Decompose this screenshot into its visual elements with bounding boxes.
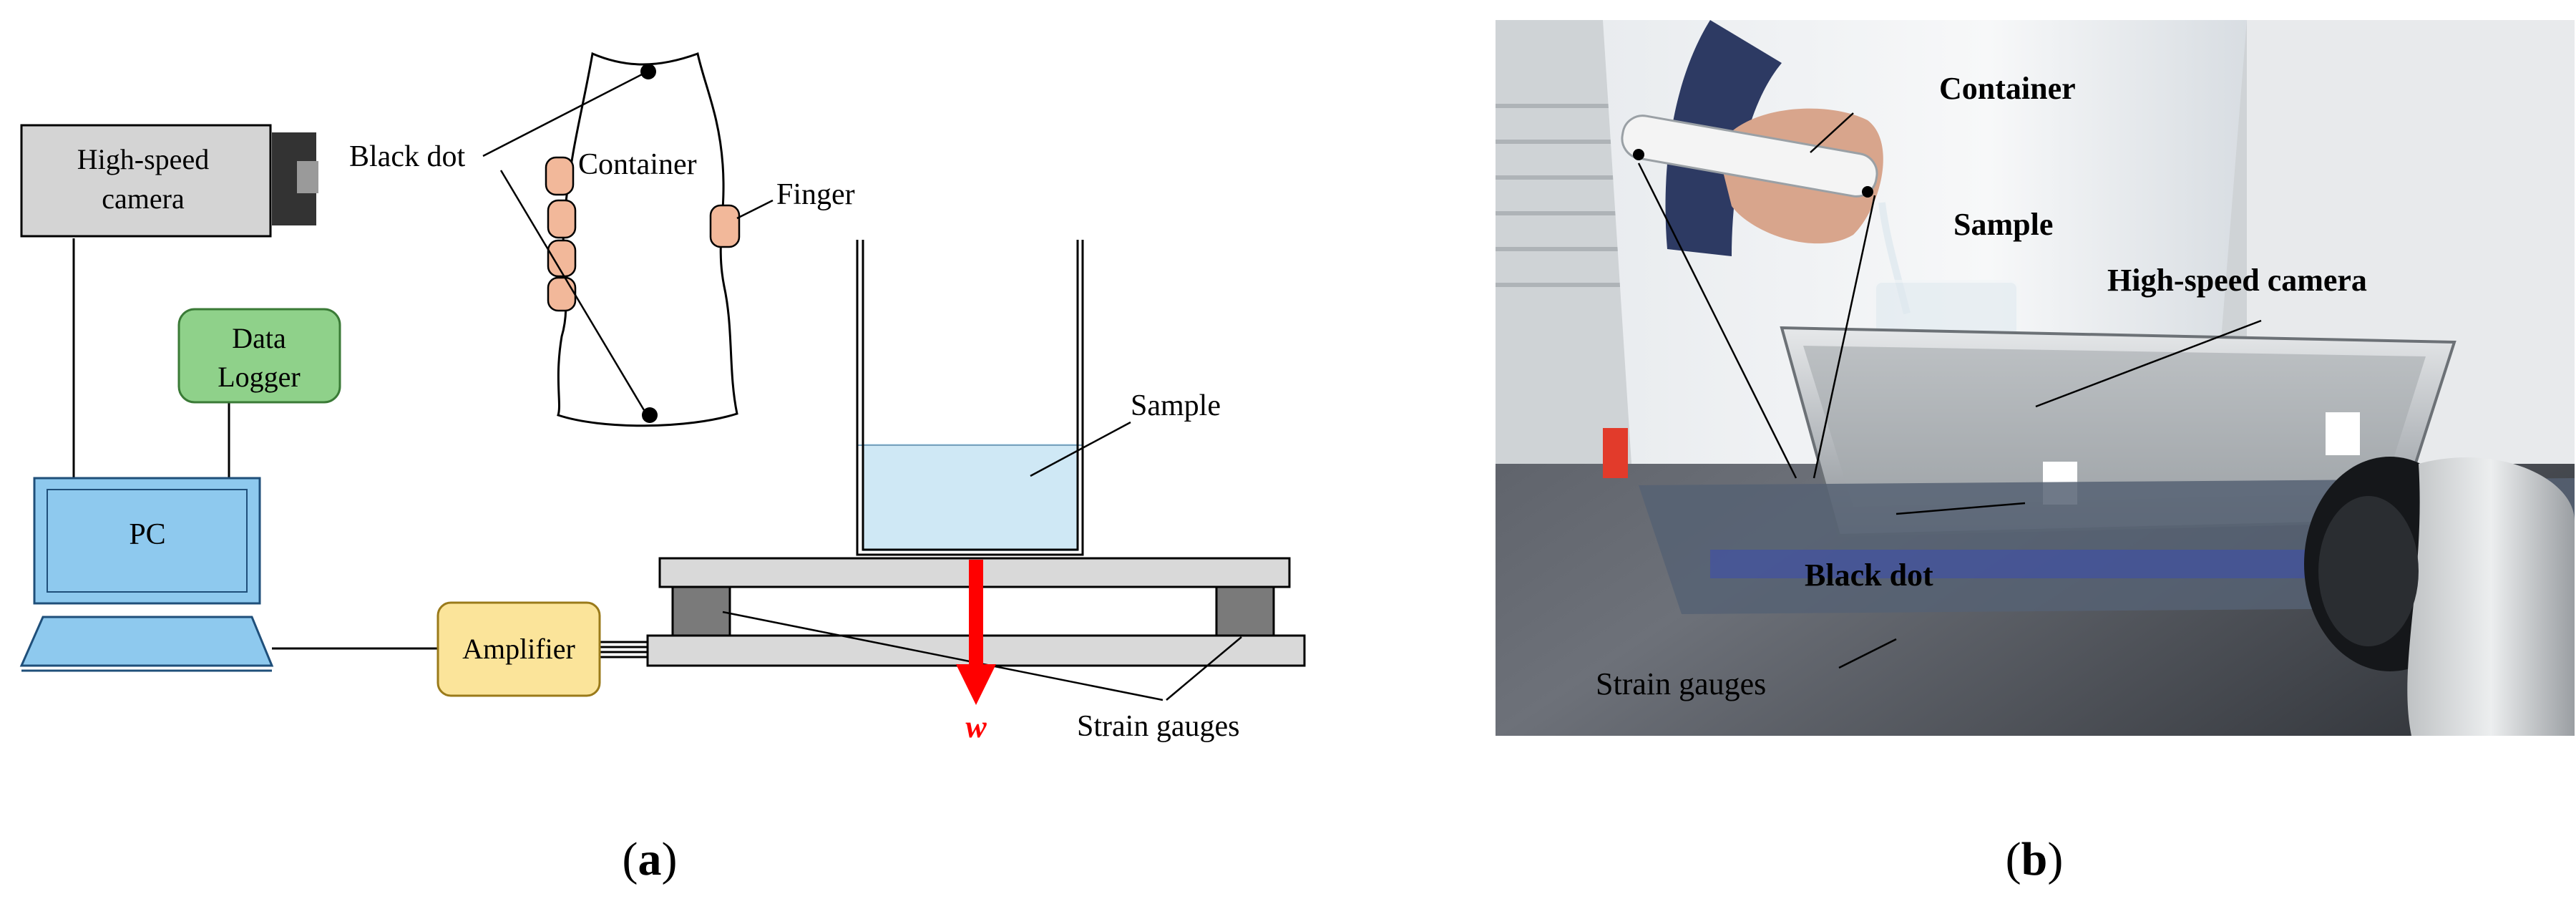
panel-a-caption: (a) bbox=[623, 833, 678, 885]
photo-frame: Container Sample High-speed camera Black… bbox=[1496, 20, 2575, 736]
pc: PC bbox=[19, 477, 274, 672]
amplifier-box bbox=[436, 601, 601, 697]
camera-lens-cap bbox=[297, 161, 318, 193]
connection-wires bbox=[72, 238, 648, 658]
pc-label: PC bbox=[129, 518, 165, 551]
data-logger: Data Logger bbox=[177, 308, 341, 404]
sample-liquid bbox=[863, 444, 1078, 551]
black-dot-top bbox=[640, 64, 656, 79]
photo-container bbox=[1621, 115, 1878, 198]
panel-a: High-speed camera Data Logger PC Amplifi… bbox=[19, 52, 1306, 885]
beaker-outer bbox=[856, 240, 1084, 556]
black-dot-label: Black dot bbox=[349, 140, 465, 173]
strain-gauge-right bbox=[1215, 585, 1275, 637]
photo-black-dot-label: Black dot bbox=[1805, 558, 1933, 593]
photo-camera-label: High-speed camera bbox=[2107, 263, 2367, 298]
logger-label-line1: Data bbox=[232, 322, 286, 354]
pc-keyboard bbox=[19, 616, 274, 667]
amplifier-label: Amplifier bbox=[462, 633, 575, 665]
tray-label-right bbox=[2326, 412, 2360, 455]
finger-label: Finger bbox=[776, 178, 855, 211]
sample-label: Sample bbox=[1131, 389, 1221, 422]
strain-gauge-left bbox=[671, 585, 731, 637]
leader-lines bbox=[482, 73, 774, 411]
logger-box bbox=[177, 308, 341, 404]
photo-sample-label: Sample bbox=[1953, 207, 2053, 242]
pc-screen bbox=[47, 489, 248, 593]
weight-arrow: w bbox=[956, 560, 996, 744]
black-dot-bottom bbox=[642, 407, 658, 423]
camera-body bbox=[20, 124, 272, 238]
amplifier: Amplifier bbox=[436, 601, 601, 697]
logger-label-line2: Logger bbox=[218, 361, 301, 393]
panel-b-caption: (b) bbox=[2006, 833, 2064, 885]
photo-strain-gauges-label: Strain gauges bbox=[1596, 666, 1766, 701]
finger-icons bbox=[545, 156, 741, 312]
photo-container-label: Container bbox=[1939, 71, 2076, 106]
strain-gauges-label: Strain gauges bbox=[1077, 710, 1239, 743]
container-illustration: Black dot Container Finger bbox=[349, 52, 855, 427]
photo-camera-body bbox=[2407, 457, 2575, 736]
beaker-inner bbox=[862, 240, 1079, 551]
container-label: Container bbox=[578, 148, 697, 181]
weight-label: w bbox=[965, 709, 987, 744]
camera-label-line1: High-speed bbox=[77, 143, 209, 175]
high-speed-camera: High-speed camera bbox=[20, 124, 318, 238]
camera-label-line2: camera bbox=[102, 183, 185, 215]
panel-b: Container Sample High-speed camera Black… bbox=[1496, 20, 2575, 885]
beaker: Sample bbox=[856, 240, 1221, 556]
